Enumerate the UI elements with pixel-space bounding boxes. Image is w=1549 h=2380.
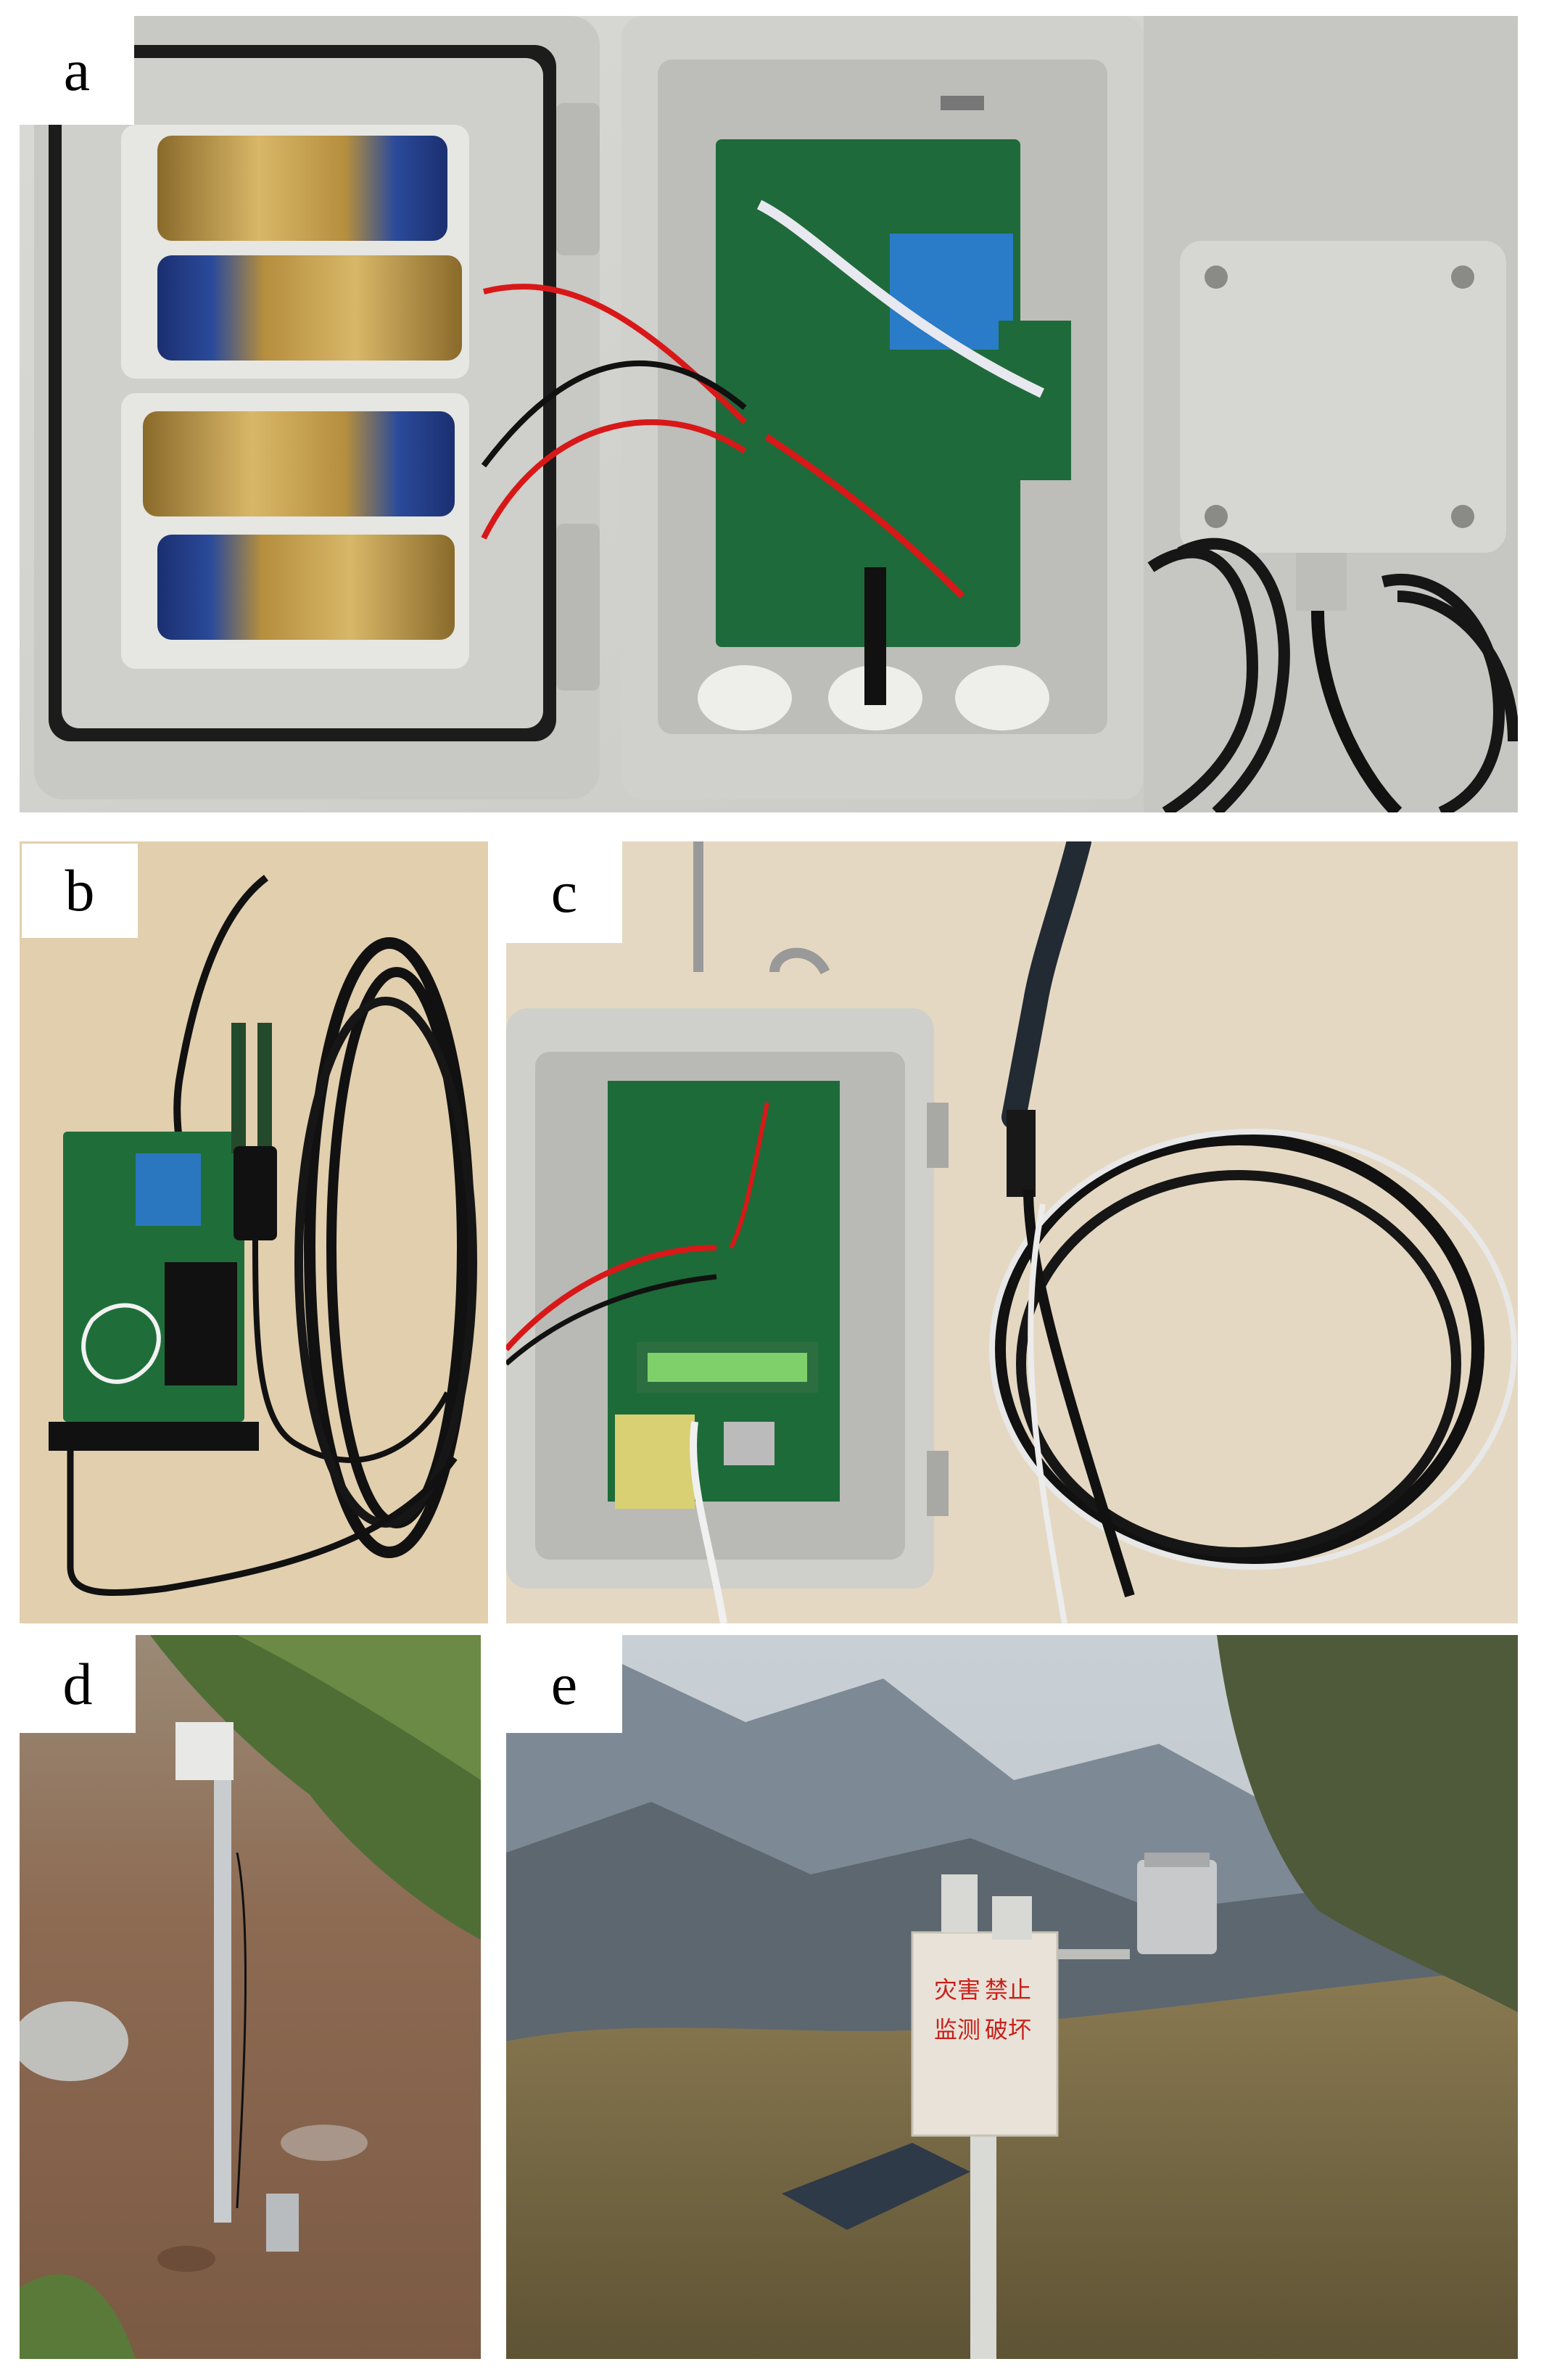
panel-d: d [20, 1635, 481, 2359]
sign-text-monitor: 监测 [934, 2016, 980, 2043]
panel-b-label: b [22, 844, 138, 938]
panel-b-photo [20, 841, 488, 1623]
panel-e: 禁止 灾害 破坏 监测 e [506, 1635, 1518, 2359]
sign-text-forbid: 禁止 [985, 1976, 1031, 2004]
panel-a-label: a [20, 16, 134, 125]
panel-e-label: e [506, 1635, 622, 1733]
panel-b: b [20, 841, 488, 1623]
panel-c: c [506, 841, 1518, 1623]
panel-d-label: d [20, 1635, 136, 1733]
sign-text-damage: 破坏 [985, 2016, 1031, 2043]
panel-d-photo [20, 1635, 481, 2359]
panel-a: a [20, 16, 1518, 812]
panel-c-label: c [506, 841, 622, 943]
sign-text-disaster: 灾害 [934, 1976, 980, 2004]
panel-c-photo [506, 841, 1518, 1623]
panel-a-photo [20, 16, 1518, 812]
panel-e-photo: 禁止 灾害 破坏 监测 [506, 1635, 1518, 2359]
